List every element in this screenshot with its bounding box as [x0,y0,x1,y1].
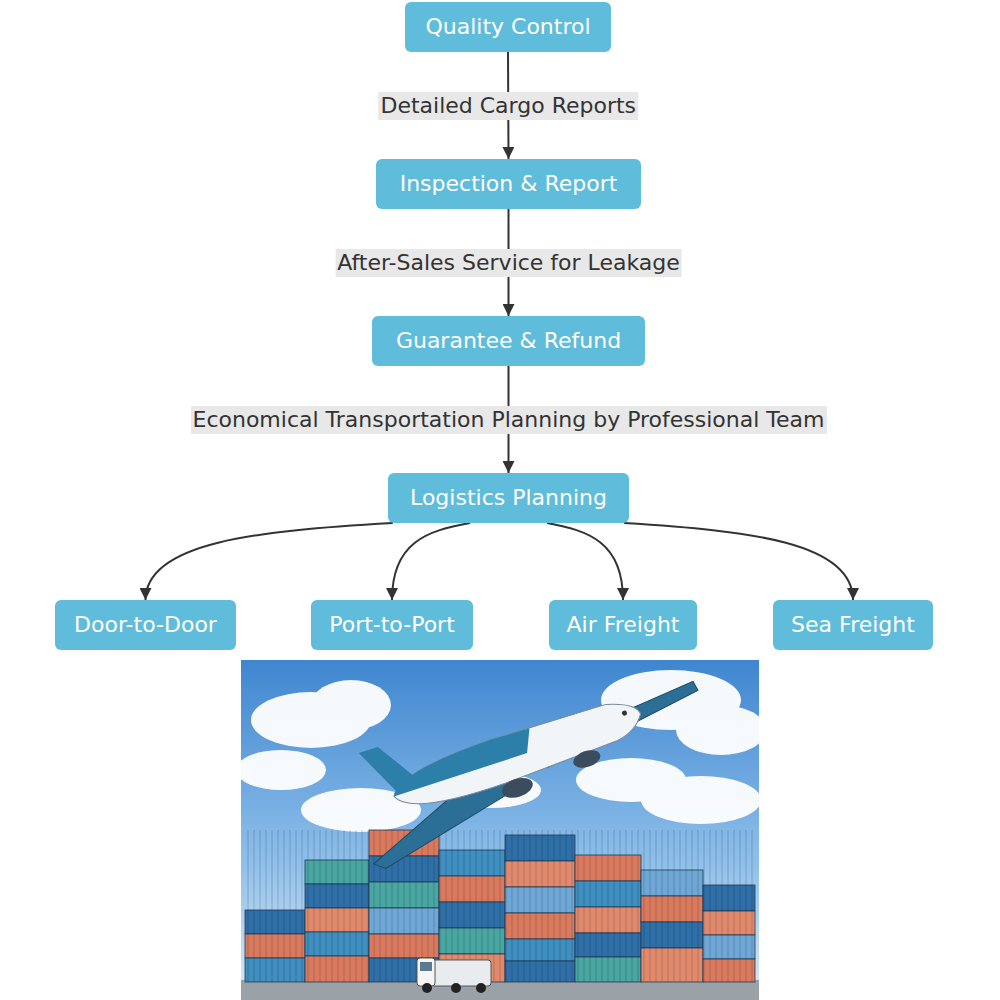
process-box: Air Freight [549,600,697,650]
flow-arrow [547,523,623,600]
process-box: Inspection & Report [376,159,641,209]
box-text: Logistics Planning [410,483,607,513]
flow-arrow [146,523,393,600]
edge-label: Detailed Cargo Reports [378,92,638,120]
box-text: Quality Control [425,12,590,42]
box-text: Guarantee & Refund [396,326,621,356]
process-box: Door-to-Door [55,600,236,650]
process-box: Guarantee & Refund [372,316,645,366]
box-text: Inspection & Report [400,169,618,199]
flow-arrow [392,523,470,600]
edge-label: Economical Transportation Planning by Pr… [190,406,826,434]
process-box: Logistics Planning [388,473,629,523]
box-text: Sea Freight [791,610,915,640]
process-box: Quality Control [405,2,611,52]
box-text: Port-to-Port [329,610,455,640]
cargo-illustration [241,660,759,1000]
box-text: Door-to-Door [74,610,217,640]
flow-arrow [624,523,853,600]
box-text: Air Freight [567,610,680,640]
process-box: Sea Freight [773,600,933,650]
process-box: Port-to-Port [311,600,473,650]
edge-label: After-Sales Service for Leakage [335,249,682,277]
